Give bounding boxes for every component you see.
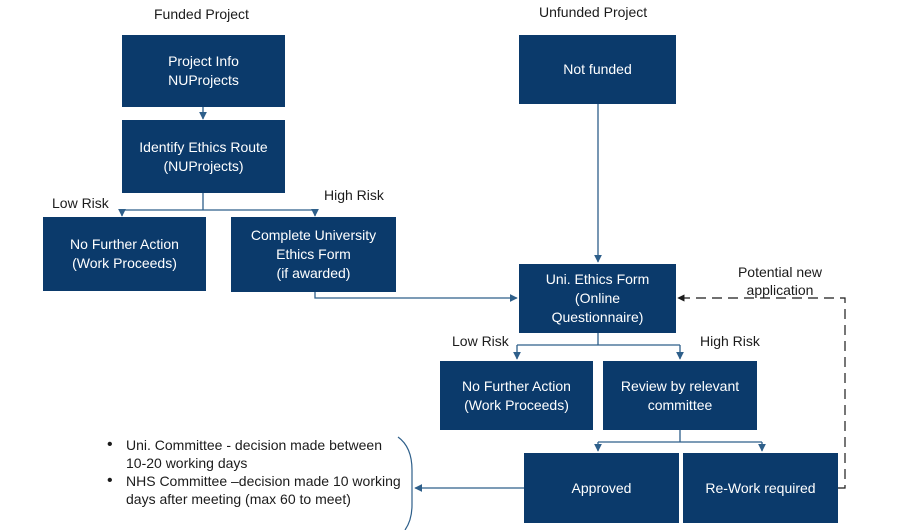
not-funded-box: Not funded	[519, 35, 676, 104]
arrow-complete-to-uniform	[314, 292, 518, 302]
split-left-top	[122, 193, 315, 211]
high-risk-label-left: High Risk	[324, 187, 384, 203]
uni-ethics-form-box: Uni. Ethics Form (Online Questionnaire)	[519, 264, 676, 333]
identify-ethics-route-box: Identify Ethics Route (NUProjects)	[122, 120, 285, 193]
funded-project-header: Funded Project	[154, 6, 249, 22]
no-further-action-box-right: No Further Action (Work Proceeds)	[440, 361, 593, 430]
committee-notes-list: Uni. Committee - decision made between 1…	[104, 436, 404, 508]
notes-brace	[397, 436, 413, 530]
review-by-committee-box: Review by relevant committee	[603, 361, 757, 430]
low-risk-label-left: Low Risk	[52, 195, 109, 211]
high-risk-label-right: High Risk	[700, 333, 760, 349]
rework-required-box: Re-Work required	[683, 453, 838, 523]
split-right-mid	[517, 333, 680, 346]
project-info-box: Project Info NUProjects	[122, 35, 285, 107]
approved-box: Approved	[524, 453, 679, 523]
split-right-bottom	[598, 430, 762, 443]
complete-university-ethics-form-box: Complete University Ethics Form (if awar…	[231, 217, 396, 292]
no-further-action-box-left: No Further Action (Work Proceeds)	[43, 217, 206, 291]
note-item-nhs-committee: NHS Committee –decision made 10 working …	[104, 472, 404, 508]
low-risk-label-right: Low Risk	[452, 333, 509, 349]
dashed-arrow-rework-to-uniform	[677, 294, 846, 489]
note-item-uni-committee: Uni. Committee - decision made between 1…	[104, 436, 404, 472]
potential-new-application-label: Potential new application	[737, 264, 823, 298]
unfunded-project-header: Unfunded Project	[539, 4, 648, 20]
